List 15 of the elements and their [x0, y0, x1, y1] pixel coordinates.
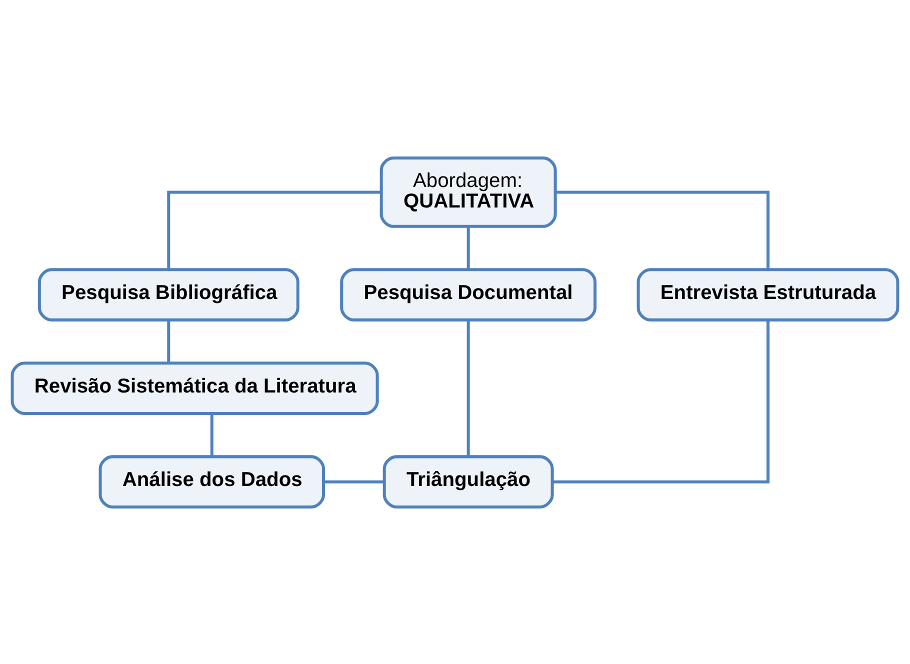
connector — [324, 480, 384, 483]
node-box: Entrevista Estruturada — [636, 268, 900, 321]
connector — [552, 320, 770, 483]
node-box: Abordagem: QUALITATIVA — [380, 156, 557, 228]
node-box: Pesquisa Bibliográfica — [38, 268, 300, 321]
connector — [210, 413, 214, 456]
connector — [555, 190, 770, 269]
connector — [167, 190, 382, 269]
connector — [466, 320, 470, 456]
node-box: Revisão Sistemática da Literatura — [10, 361, 379, 414]
node-box: Triângulação — [382, 454, 554, 508]
node-box: Pesquisa Documental — [340, 268, 597, 321]
connector — [466, 226, 470, 269]
connector — [167, 320, 170, 363]
node-box: Análise dos Dados — [98, 454, 326, 508]
